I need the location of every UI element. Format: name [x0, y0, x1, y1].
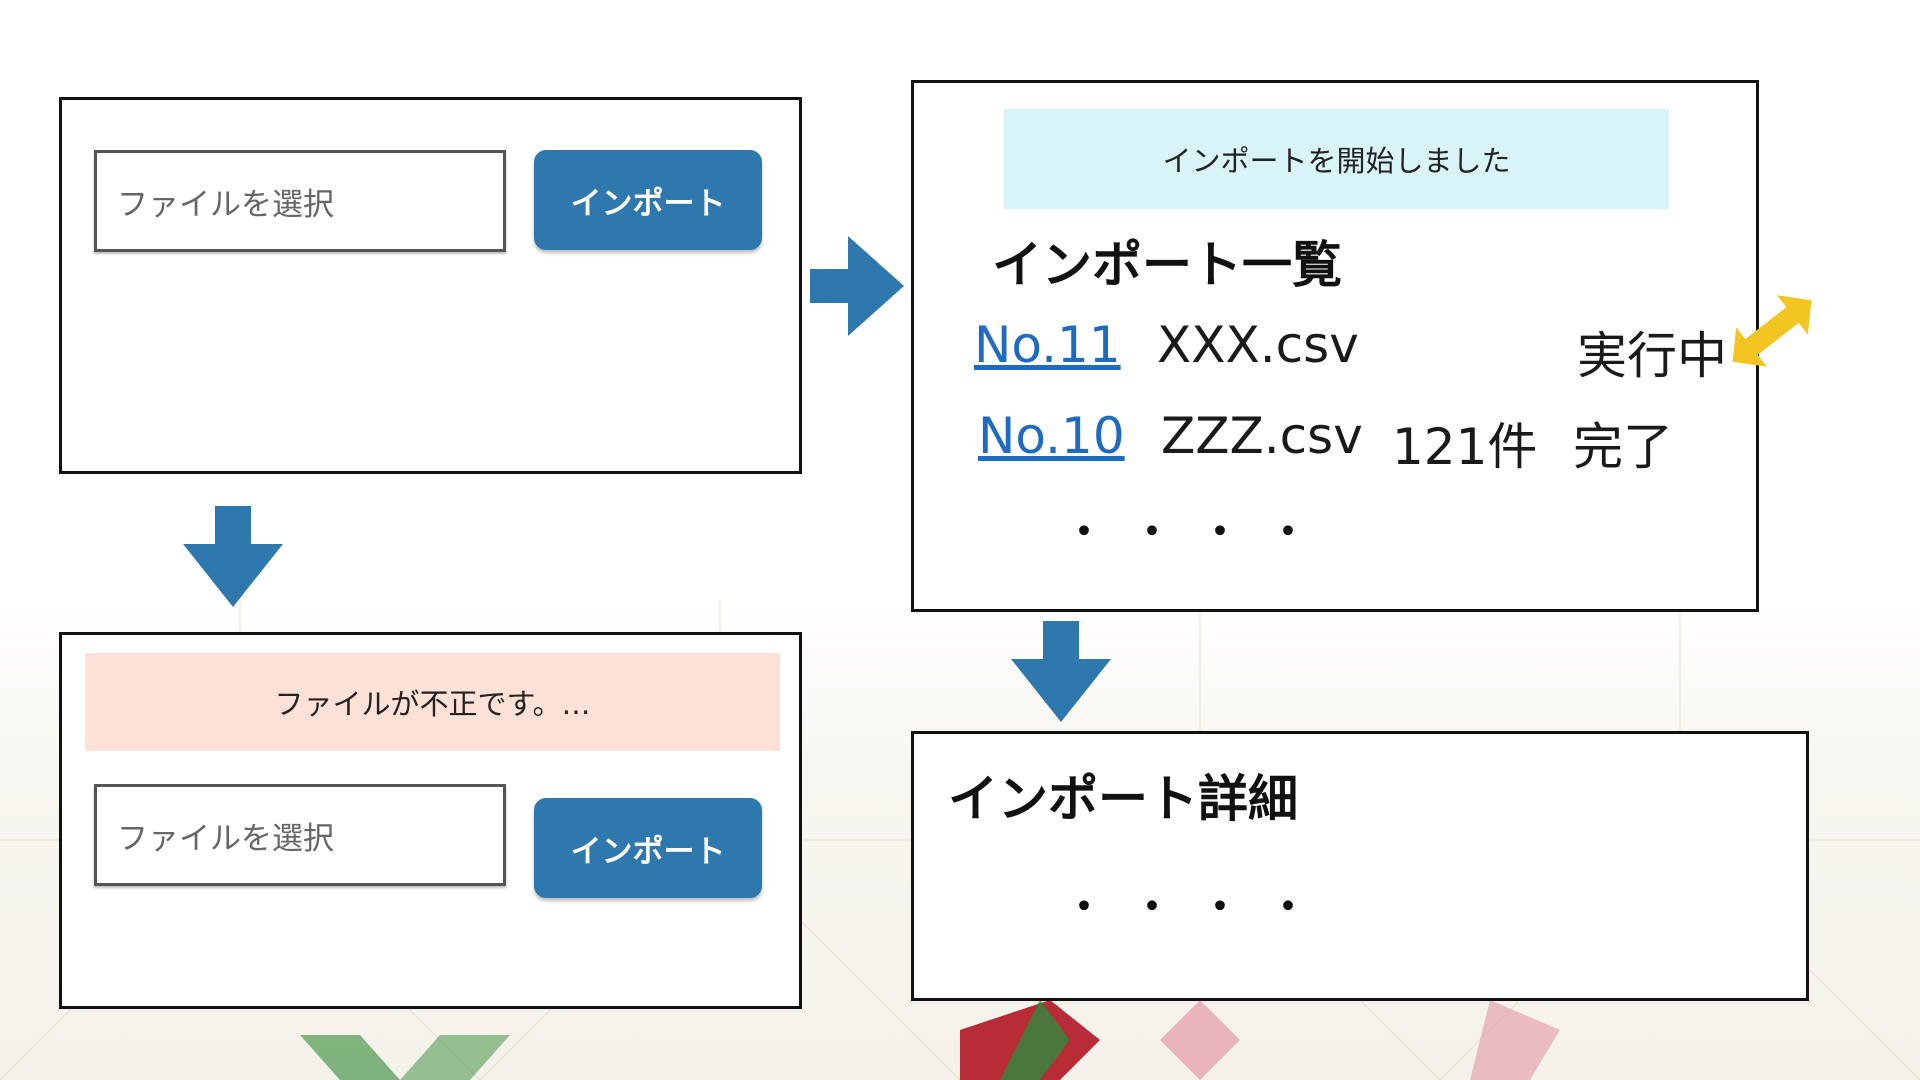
- success-banner: インポートを開始しました: [1004, 109, 1669, 209]
- screen-import-detail: インポート詳細 ・・・・: [911, 731, 1809, 1001]
- success-message: インポートを開始しました: [1162, 144, 1511, 178]
- import-detail-heading: インポート詳細: [948, 770, 1298, 828]
- import-row-filename: XXX.csv: [1157, 316, 1359, 374]
- file-select-placeholder: ファイルを選択: [117, 820, 334, 857]
- error-message: ファイルが不正です。…: [274, 687, 591, 721]
- screen-import-error: ファイルが不正です。… ファイルを選択 インポート: [59, 632, 802, 1009]
- import-row-filename: ZZZ.csv: [1161, 407, 1363, 465]
- import-row-link[interactable]: No.10: [978, 407, 1125, 465]
- screen-file-select: ファイルを選択 インポート: [59, 97, 802, 474]
- import-row-link[interactable]: No.11: [974, 316, 1121, 374]
- arrow-down-icon: [1011, 621, 1111, 722]
- error-banner: ファイルが不正です。…: [85, 653, 780, 751]
- import-row-status: 完了: [1573, 418, 1673, 476]
- file-select-input[interactable]: ファイルを選択: [94, 784, 506, 886]
- file-select-placeholder: ファイルを選択: [117, 186, 334, 223]
- file-select-input[interactable]: ファイルを選択: [94, 150, 506, 252]
- import-button[interactable]: インポート: [534, 150, 762, 250]
- arrow-right-icon: [810, 236, 904, 336]
- screen-import-list: インポートを開始しました インポート一覧 No.11 XXX.csv 実行中 N…: [911, 80, 1759, 612]
- list-ellipsis: ・・・・: [1064, 509, 1336, 555]
- double-arrow-icon: [1732, 295, 1812, 367]
- import-button[interactable]: インポート: [534, 798, 762, 898]
- arrow-down-icon: [183, 506, 283, 607]
- import-list-heading: インポート一覧: [992, 236, 1342, 294]
- import-row-status: 実行中: [1577, 327, 1727, 385]
- import-row-count: 121件: [1392, 418, 1538, 476]
- detail-ellipsis: ・・・・: [1064, 884, 1336, 930]
